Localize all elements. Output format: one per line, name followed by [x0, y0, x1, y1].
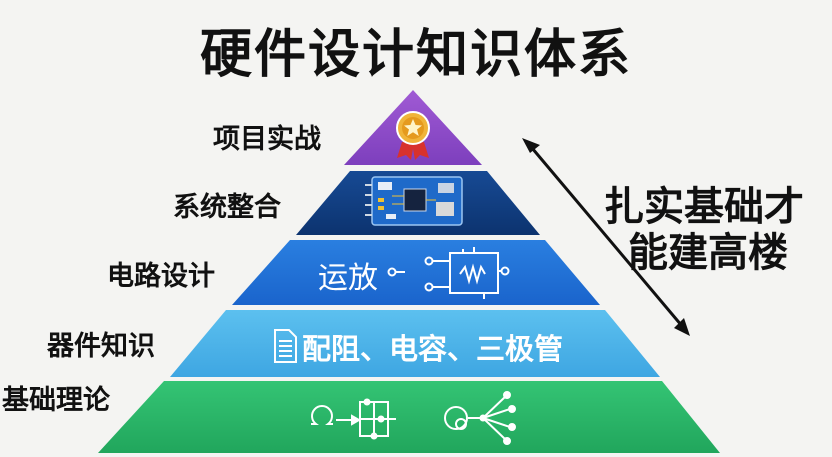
op-amp-schematic-icon	[387, 247, 510, 299]
layer-label-project: 项目实战	[213, 124, 321, 155]
circuit-design-content: 运放	[318, 261, 378, 296]
page-title: 硬件设计知识体系	[199, 25, 632, 85]
circle-network-icon	[444, 391, 516, 445]
side-slogan-line1: 扎实基础才	[604, 184, 804, 230]
layer-band-circuit-design	[232, 240, 600, 305]
layer-label-components: 器件知识	[47, 331, 155, 362]
components-content: 配阻、电容、三极管	[302, 332, 564, 366]
document-icon	[274, 329, 297, 363]
medal-icon	[396, 111, 430, 160]
layer-label-basic-theory: 基础理论	[2, 385, 110, 416]
side-slogan-line2: 能建高楼	[628, 230, 788, 276]
double-arrow-icon	[522, 138, 690, 336]
circuit-board-icon	[365, 176, 463, 226]
layer-label-system-integration: 系统整合	[173, 192, 281, 223]
layer-label-circuit-design: 电路设计	[107, 261, 215, 292]
layer-band-basic-theory	[98, 381, 720, 453]
layer-band-components	[170, 310, 660, 377]
ohm-circuit-icon	[311, 398, 396, 440]
